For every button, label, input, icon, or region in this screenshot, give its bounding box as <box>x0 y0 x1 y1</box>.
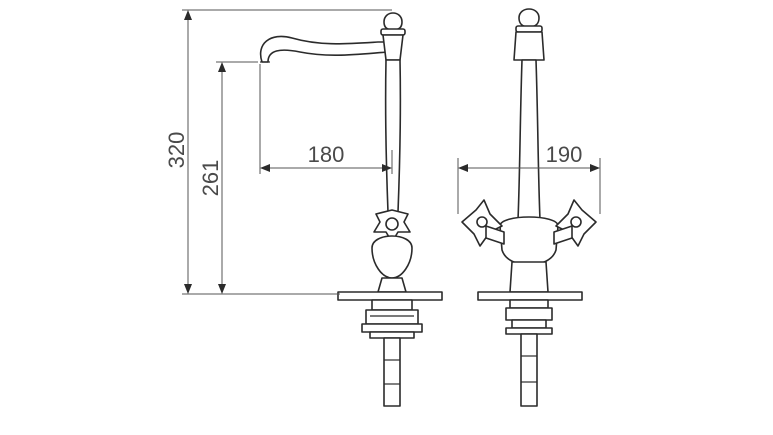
front-supply-hose <box>520 333 538 407</box>
dimension-handle-span: 190 <box>457 142 601 214</box>
dimension-spout-reach: 180 <box>259 64 393 174</box>
side-column <box>384 59 402 213</box>
overall-height-label: 320 <box>164 132 189 169</box>
handle-span-label: 190 <box>546 142 583 167</box>
front-valve-body <box>499 216 559 266</box>
spout-reach-label: 180 <box>308 142 345 167</box>
front-column <box>517 59 541 221</box>
side-deck-plate <box>337 291 443 301</box>
dimension-overall-height: 320 <box>164 9 392 295</box>
front-finial <box>518 8 540 28</box>
front-view <box>461 8 597 407</box>
side-finial <box>383 12 403 31</box>
side-view <box>259 12 443 407</box>
side-supply-hose <box>383 337 401 407</box>
side-spout <box>259 35 389 63</box>
spout-height-label: 261 <box>198 160 223 197</box>
front-deck-plate <box>477 291 583 301</box>
dimension-spout-height: 261 <box>198 61 258 294</box>
side-valve-body <box>371 235 413 279</box>
